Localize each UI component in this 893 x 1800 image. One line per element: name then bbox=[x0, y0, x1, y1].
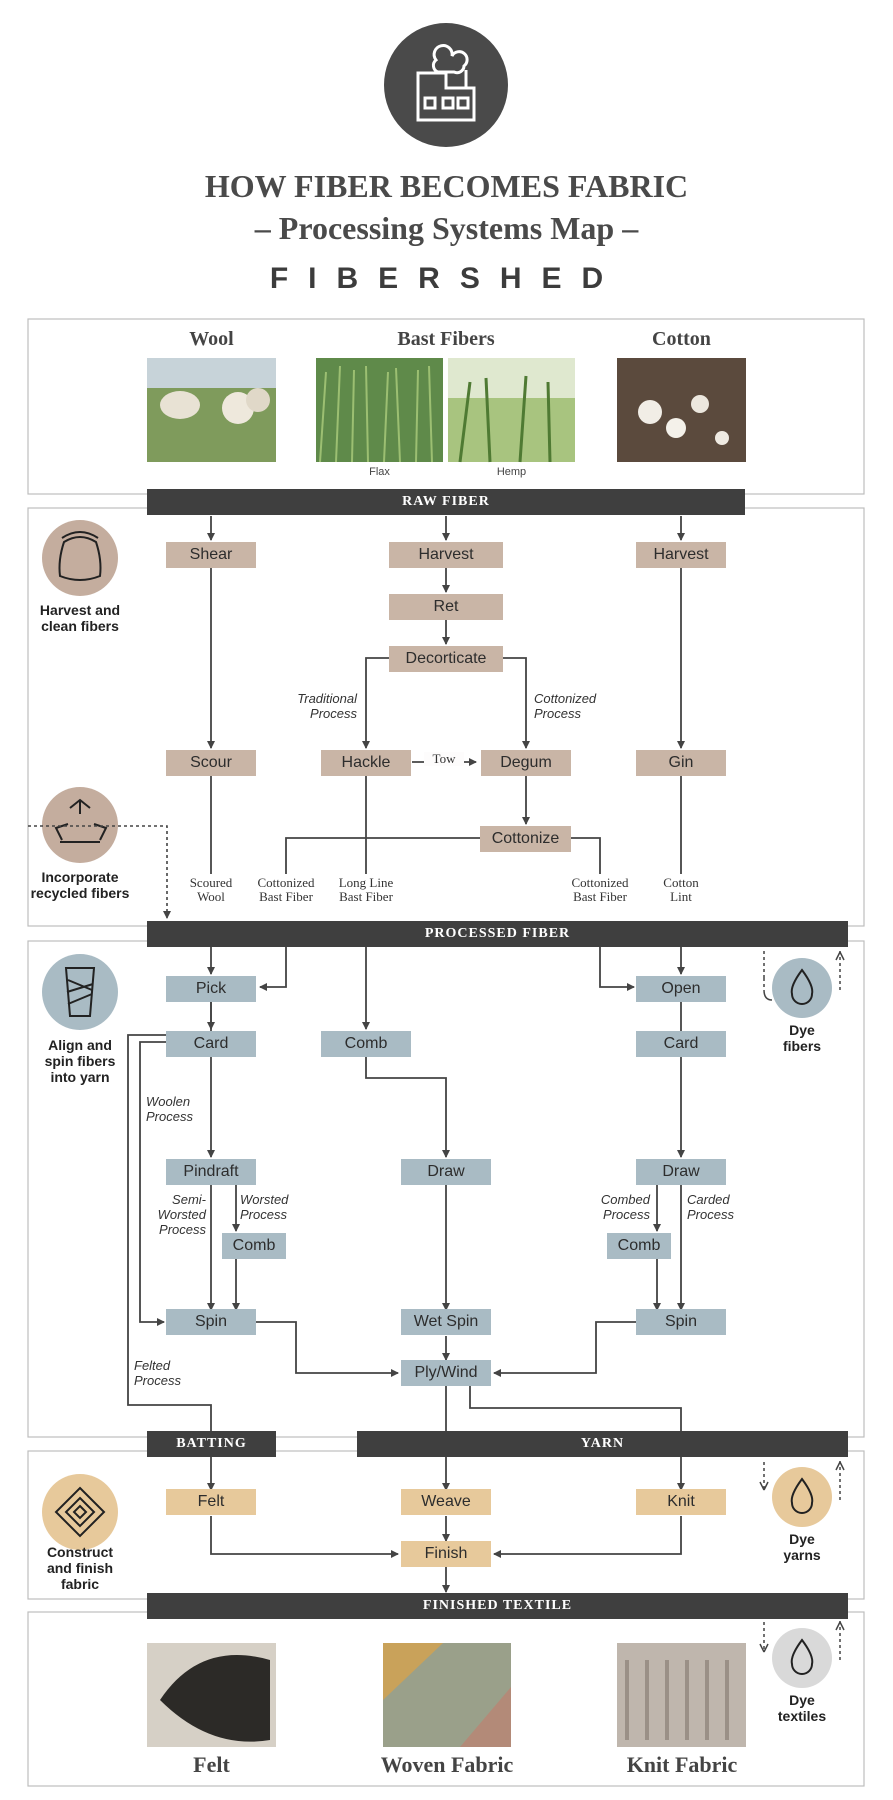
factory-logo-icon bbox=[384, 23, 508, 147]
side-label-dye-fibers: Dye fibers bbox=[782, 1022, 822, 1054]
cotton-photo bbox=[617, 358, 746, 462]
step-degum: Degum bbox=[481, 750, 571, 776]
step-cottonize: Cottonize bbox=[480, 826, 571, 852]
output-cotton-lint: Cotton Lint bbox=[663, 875, 699, 904]
step-ply-wind: Ply/Wind bbox=[401, 1360, 491, 1386]
step-draw-bast: Draw bbox=[401, 1159, 491, 1185]
label-tow: Tow bbox=[424, 752, 464, 766]
side-label-align-spin: Align and spin fibers into yarn bbox=[44, 1037, 116, 1085]
flax-photo bbox=[316, 358, 443, 463]
main-title: HOW FIBER BECOMES FABRIC bbox=[204, 168, 689, 204]
spool-icon bbox=[42, 954, 118, 1030]
recycled-link bbox=[28, 825, 171, 919]
band-yarn: YARN bbox=[357, 1431, 848, 1457]
step-ret: Ret bbox=[389, 594, 503, 620]
step-gin: Gin bbox=[636, 750, 726, 776]
step-comb-wool: Comb bbox=[222, 1233, 286, 1259]
flax-caption: Flax bbox=[369, 466, 390, 478]
label-worsted-process: Worsted Process bbox=[240, 1192, 289, 1222]
step-comb-cotton: Comb bbox=[607, 1233, 671, 1259]
weave-diamond-icon bbox=[42, 1474, 118, 1550]
output-scoured-wool: Scoured Wool bbox=[189, 875, 233, 904]
side-label-construct: Construct and finish fabric bbox=[46, 1544, 114, 1592]
label-felted-process: Felted Process bbox=[134, 1358, 181, 1388]
fiber-header-cotton: Cotton bbox=[652, 328, 711, 350]
step-comb-bast: Comb bbox=[321, 1031, 411, 1057]
brand-logo: FIBERSHED bbox=[269, 262, 624, 295]
side-label-dye-yarns: Dye yarns bbox=[783, 1531, 821, 1563]
output-cottonized-bast-2: Cottonized Bast Fiber bbox=[571, 875, 629, 904]
step-harvest-cotton: Harvest bbox=[636, 542, 726, 568]
label-semi-worsted-process: Semi- Worsted Process bbox=[157, 1192, 206, 1237]
step-wet-spin: Wet Spin bbox=[401, 1309, 491, 1335]
step-spin-wool: Spin bbox=[166, 1309, 256, 1335]
label-combed-process: Combed Process bbox=[600, 1192, 650, 1222]
sub-title: – Processing Systems Map – bbox=[254, 210, 639, 246]
label-woolen-process: Woolen Process bbox=[146, 1094, 193, 1124]
woven-fabric-photo bbox=[383, 1643, 511, 1747]
band-finished-textile: FINISHED TEXTILE bbox=[147, 1593, 848, 1619]
step-finish: Finish bbox=[401, 1541, 491, 1567]
connector-lines bbox=[127, 516, 685, 1593]
recycle-icon bbox=[42, 787, 118, 863]
step-pick: Pick bbox=[166, 976, 256, 1002]
output-long-line-bast: Long Line Bast Fiber bbox=[338, 875, 394, 904]
step-decorticate: Decorticate bbox=[389, 646, 503, 672]
knit-fabric-photo bbox=[617, 1643, 746, 1747]
label-cottonized-process: Cottonized Process bbox=[534, 691, 597, 721]
step-card-wool: Card bbox=[166, 1031, 256, 1057]
band-raw-fiber: RAW FIBER bbox=[147, 489, 745, 515]
hemp-photo bbox=[448, 358, 575, 463]
step-spin-cotton: Spin bbox=[636, 1309, 726, 1335]
finished-knit-label: Knit Fabric bbox=[626, 1752, 738, 1777]
wool-photo bbox=[147, 358, 276, 462]
band-processed-fiber: PROCESSED FIBER bbox=[147, 921, 848, 947]
step-open: Open bbox=[636, 976, 726, 1002]
hemp-caption: Hemp bbox=[496, 466, 527, 478]
fiber-header-wool: Wool bbox=[189, 328, 234, 350]
felt-photo bbox=[147, 1643, 276, 1747]
side-label-harvest: Harvest and clean fibers bbox=[39, 602, 121, 634]
output-cottonized-bast-1: Cottonized Bast Fiber bbox=[257, 875, 315, 904]
dye-yarns-icon bbox=[759, 1460, 845, 1527]
dye-textiles-icon bbox=[759, 1620, 845, 1688]
step-knit: Knit bbox=[636, 1489, 726, 1515]
step-shear: Shear bbox=[166, 542, 256, 568]
fiber-header-bast: Bast Fibers bbox=[397, 328, 495, 350]
band-batting: BATTING bbox=[147, 1431, 276, 1457]
step-harvest-bast: Harvest bbox=[389, 542, 503, 568]
step-card-cotton: Card bbox=[636, 1031, 726, 1057]
finished-felt-label: Felt bbox=[193, 1752, 230, 1777]
dye-fibers-icon bbox=[763, 948, 845, 1018]
label-traditional-process: Traditional Process bbox=[297, 691, 357, 721]
step-draw-cotton: Draw bbox=[636, 1159, 726, 1185]
side-label-recycled: Incorporate recycled fibers bbox=[30, 869, 130, 901]
step-hackle: Hackle bbox=[321, 750, 411, 776]
step-pindraft: Pindraft bbox=[166, 1159, 256, 1185]
finished-woven-label: Woven Fabric bbox=[380, 1752, 514, 1777]
step-felt: Felt bbox=[166, 1489, 256, 1515]
label-carded-process: Carded Process bbox=[687, 1192, 734, 1222]
step-weave: Weave bbox=[401, 1489, 491, 1515]
side-label-dye-textiles: Dye textiles bbox=[777, 1692, 827, 1724]
harvest-sack-icon bbox=[42, 520, 118, 596]
step-scour: Scour bbox=[166, 750, 256, 776]
